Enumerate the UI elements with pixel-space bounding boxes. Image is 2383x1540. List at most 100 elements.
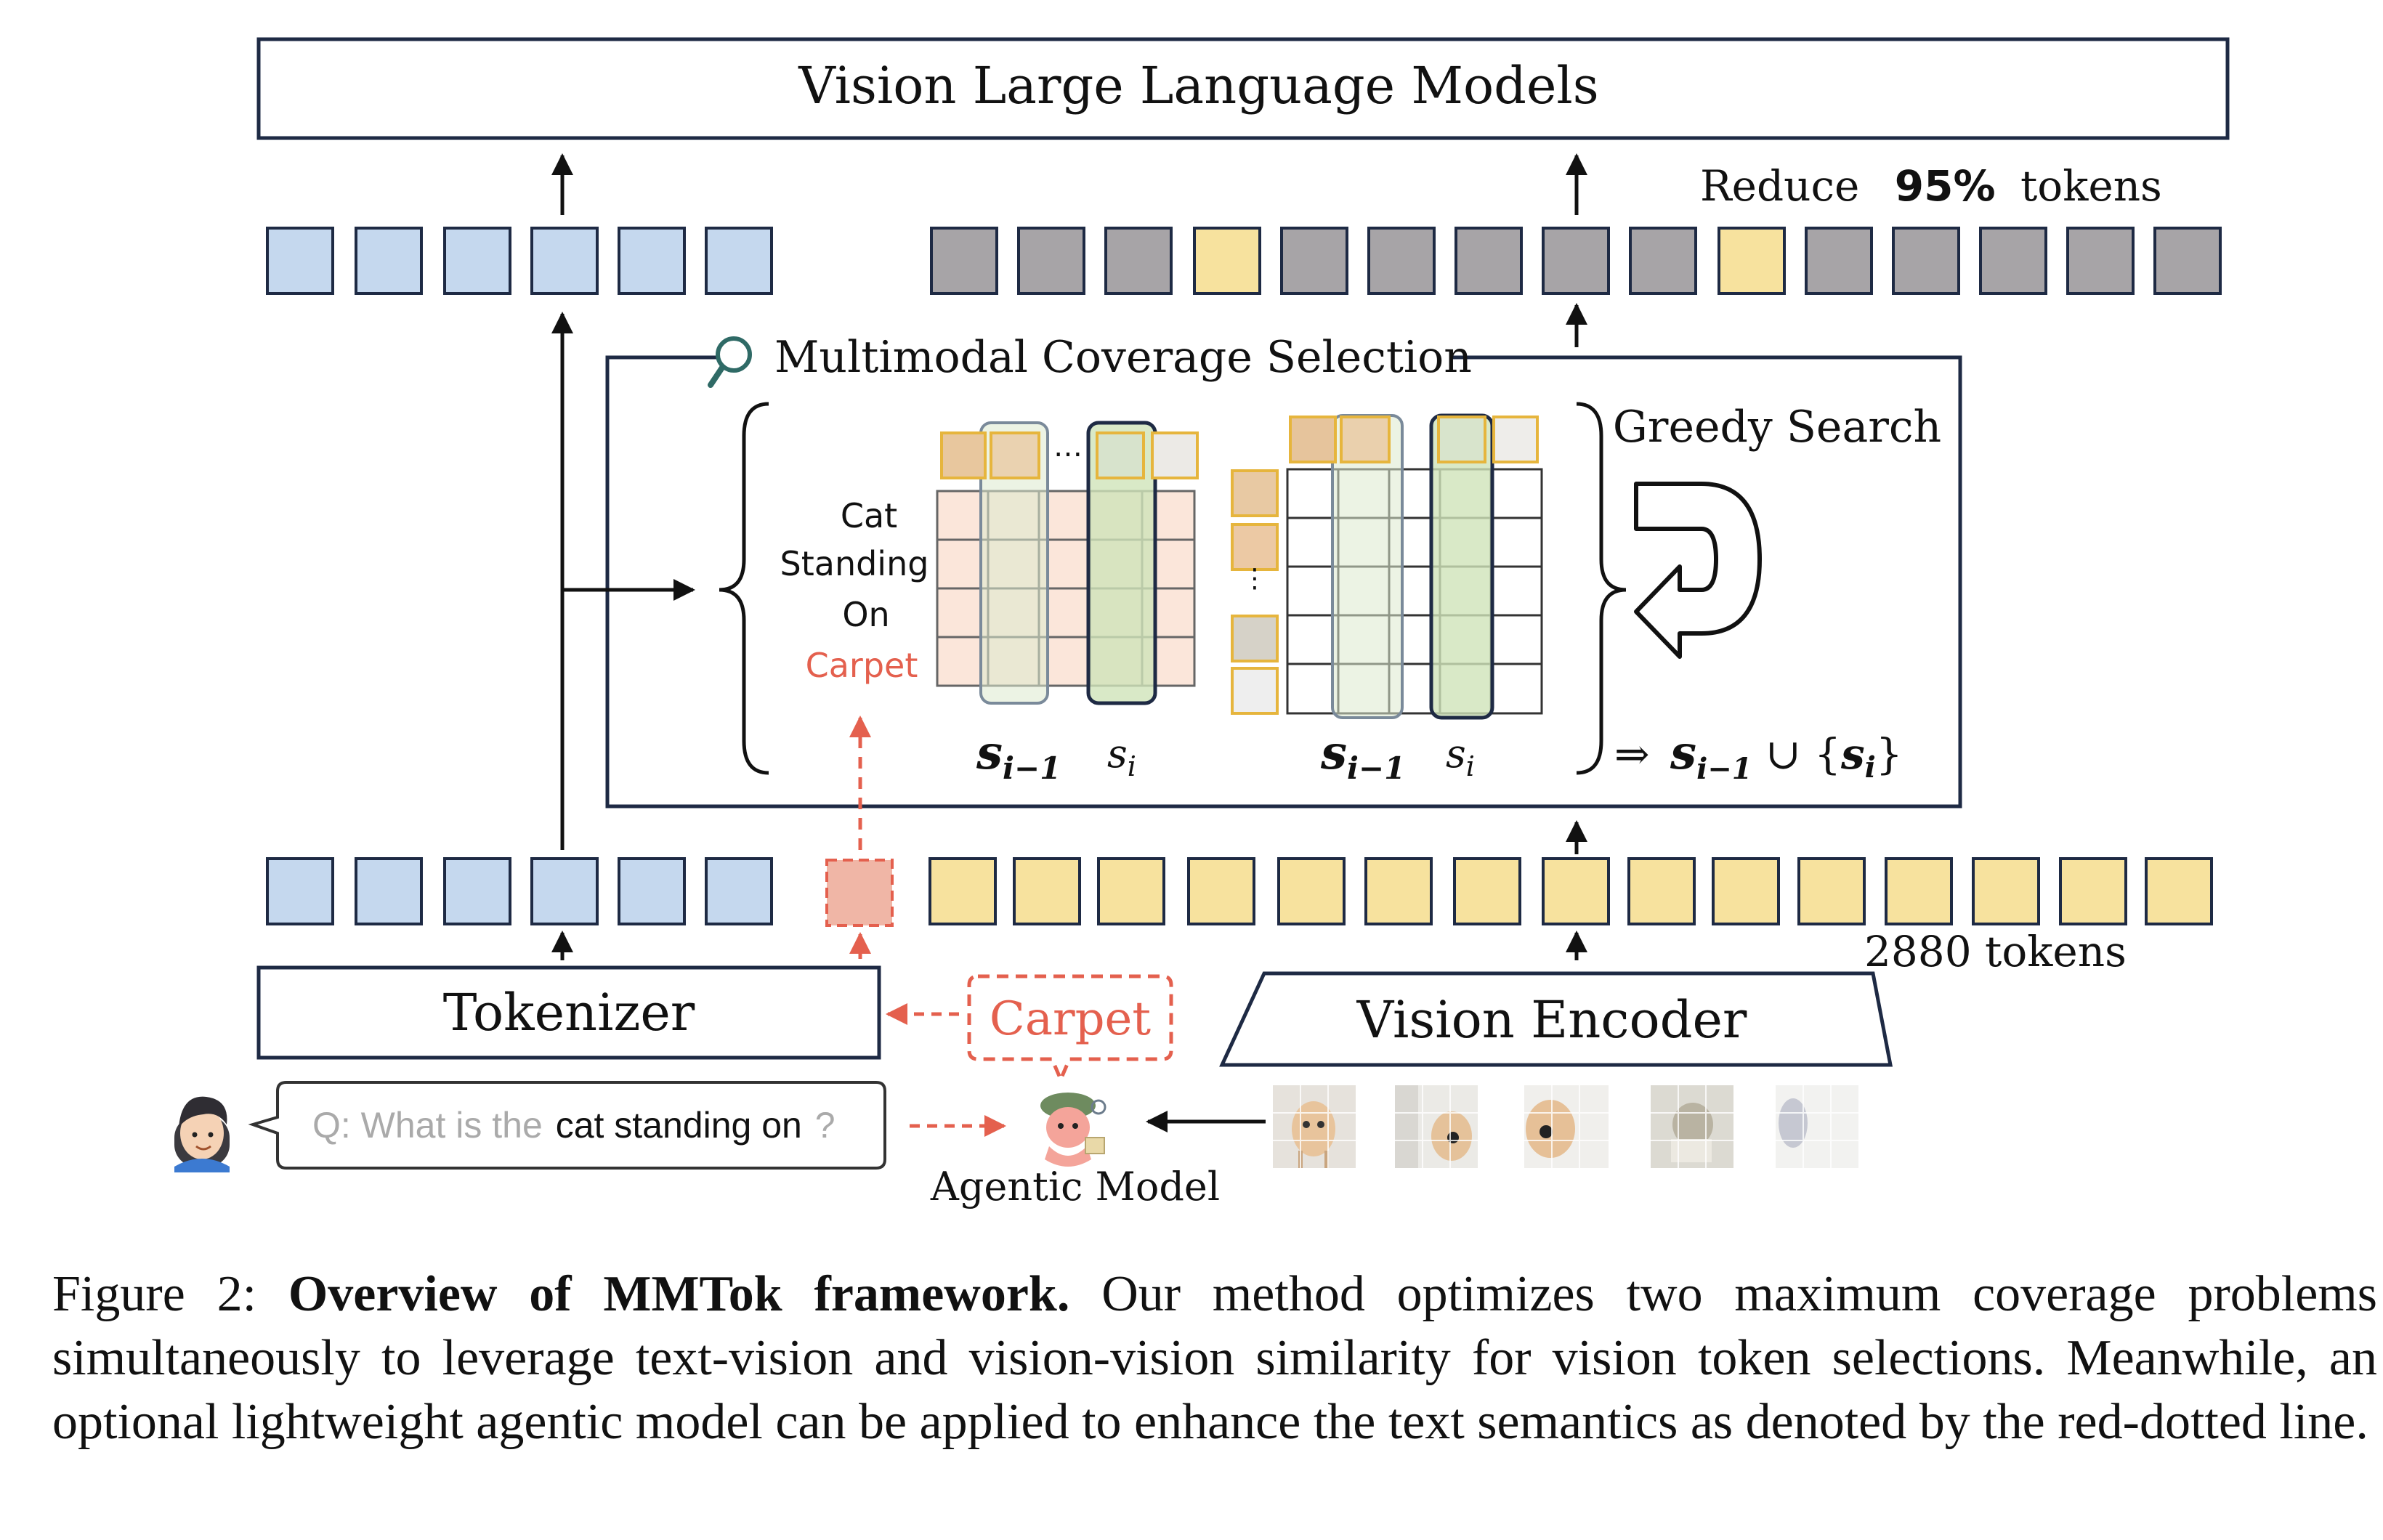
- loop-arrow-icon: [1634, 482, 1762, 659]
- reduce-word: Reduce: [1700, 161, 1859, 211]
- token-dropped: [1979, 227, 2047, 295]
- token-vision: [928, 857, 997, 925]
- token-text: [530, 857, 599, 925]
- token-vision: [1627, 857, 1696, 925]
- token-text: [618, 227, 686, 295]
- caption-label: Figure 2:: [52, 1266, 257, 1322]
- s-prev-label-2: si−1: [1320, 726, 1405, 786]
- image-crops: [1273, 1085, 1858, 1168]
- token-dropped: [1455, 227, 1523, 295]
- token-text: [705, 857, 773, 925]
- token-selected: [1718, 227, 1786, 295]
- image-crop: [1776, 1085, 1858, 1168]
- vision-vision-grid: ⋮: [1231, 413, 1543, 720]
- reduce-label: Reduce 95% tokens: [1700, 161, 2162, 211]
- token-text: [266, 227, 334, 295]
- s-prev-label-1: si−1: [976, 726, 1061, 786]
- token-vision: [1797, 857, 1866, 925]
- token-vision: [1712, 857, 1780, 925]
- patch-thumb: [1096, 431, 1145, 479]
- question-bubble: Q: What is the cat standing on ?: [248, 1081, 886, 1170]
- token-dropped: [1280, 227, 1348, 295]
- token-text: [443, 227, 511, 295]
- patch-thumb: [1231, 667, 1279, 715]
- reduce-percent: 95%: [1895, 161, 1996, 211]
- magnifier-icon: [708, 336, 752, 388]
- patch-thumb: [940, 431, 987, 479]
- token-text: [618, 857, 686, 925]
- token-agentic: [825, 859, 894, 927]
- token-vision: [1885, 857, 1953, 925]
- patch-thumb: [1340, 416, 1391, 463]
- caption-body: Our method optimizes two maximum coverag…: [52, 1266, 2377, 1450]
- token-text: [705, 227, 773, 295]
- agent-mascot-icon: [1040, 1093, 1106, 1167]
- token-dropped: [1367, 227, 1436, 295]
- token-dropped: [1017, 227, 1085, 295]
- tokens-2880: 2880 tokens: [1864, 927, 2127, 976]
- token-vision: [1013, 857, 1081, 925]
- patch-thumb: [1289, 416, 1337, 463]
- patch-thumb: [1151, 431, 1199, 479]
- token-dropped: [1629, 227, 1697, 295]
- figure-caption: Figure 2: Overview of MMTok framework. O…: [52, 1263, 2377, 1454]
- token-vision: [1364, 857, 1433, 925]
- vision-encoder-label: Vision Encoder: [1356, 990, 1747, 1050]
- token-dropped: [930, 227, 998, 295]
- mcs-box: Multimodal Coverage Selection: [605, 332, 1962, 808]
- token-vision: [1972, 857, 2040, 925]
- patch-thumb: [1231, 615, 1279, 662]
- vertical-ellipsis: ⋮: [1242, 564, 1268, 593]
- col-s-cur: [1086, 421, 1157, 705]
- top-text-tokens: [266, 227, 773, 295]
- image-crop: [1651, 1085, 1733, 1168]
- union-formula: ⇒ si−1 ∪ {si}: [1614, 726, 1903, 789]
- caption-title: Overview of MMTok framework.: [288, 1266, 1070, 1322]
- bottom-text-tokens: [266, 857, 773, 925]
- token-vision: [1542, 857, 1610, 925]
- tokenizer-label: Tokenizer: [443, 983, 695, 1042]
- token-vision: [1187, 857, 1255, 925]
- token-dropped: [2153, 227, 2222, 295]
- token-text: [530, 227, 599, 295]
- col-s-prev: [979, 421, 1049, 705]
- token-selected: [1193, 227, 1261, 295]
- user-avatar: [174, 1096, 230, 1172]
- vision-encoder-box: Vision Encoder: [1219, 971, 1893, 1067]
- token-dropped: [1892, 227, 1960, 295]
- image-crop: [1273, 1085, 1356, 1168]
- greedy-title: Greedy Search: [1613, 402, 1941, 453]
- right-brace: [1576, 402, 1627, 775]
- s-cur-label-2: si: [1446, 731, 1475, 782]
- word-carpet: Carpet: [806, 646, 918, 685]
- token-dropped: [1104, 227, 1173, 295]
- patch-thumb: [990, 431, 1040, 479]
- tokenizer-box: Tokenizer: [256, 965, 881, 1060]
- patch-thumb: [1437, 416, 1486, 463]
- ellipsis: …: [1053, 430, 1083, 463]
- bottom-vision-tokens: [928, 857, 2213, 925]
- token-dropped: [1542, 227, 1610, 295]
- token-vision: [1277, 857, 1346, 925]
- carpet-tag-label: Carpet: [990, 992, 1152, 1046]
- agentic-model-label: Agentic Model: [930, 1164, 1220, 1209]
- s-cur-label-1: si: [1107, 731, 1136, 782]
- vllm-title: Vision Large Language Models: [798, 56, 1598, 115]
- carpet-tag: Carpet: [967, 974, 1173, 1085]
- question-text: Q: What is the cat standing on ?: [312, 1105, 836, 1146]
- mmtok-figure: Vision Large Language Models Reduce 95% …: [174, 37, 2230, 1209]
- vllm-box: Vision Large Language Models: [256, 37, 2230, 140]
- mcs-title: Multimodal Coverage Selection: [774, 332, 1472, 383]
- token-vision: [1453, 857, 1521, 925]
- token-dropped: [2066, 227, 2135, 295]
- token-vision: [2145, 857, 2213, 925]
- token-text: [355, 227, 423, 295]
- token-text: [443, 857, 511, 925]
- patch-thumb: [1231, 469, 1279, 517]
- image-crop: [1395, 1085, 1478, 1168]
- token-text: [266, 857, 334, 925]
- word-cat: Cat: [841, 496, 897, 535]
- token-vision: [2059, 857, 2127, 925]
- token-vision: [1097, 857, 1165, 925]
- token-dropped: [1805, 227, 1873, 295]
